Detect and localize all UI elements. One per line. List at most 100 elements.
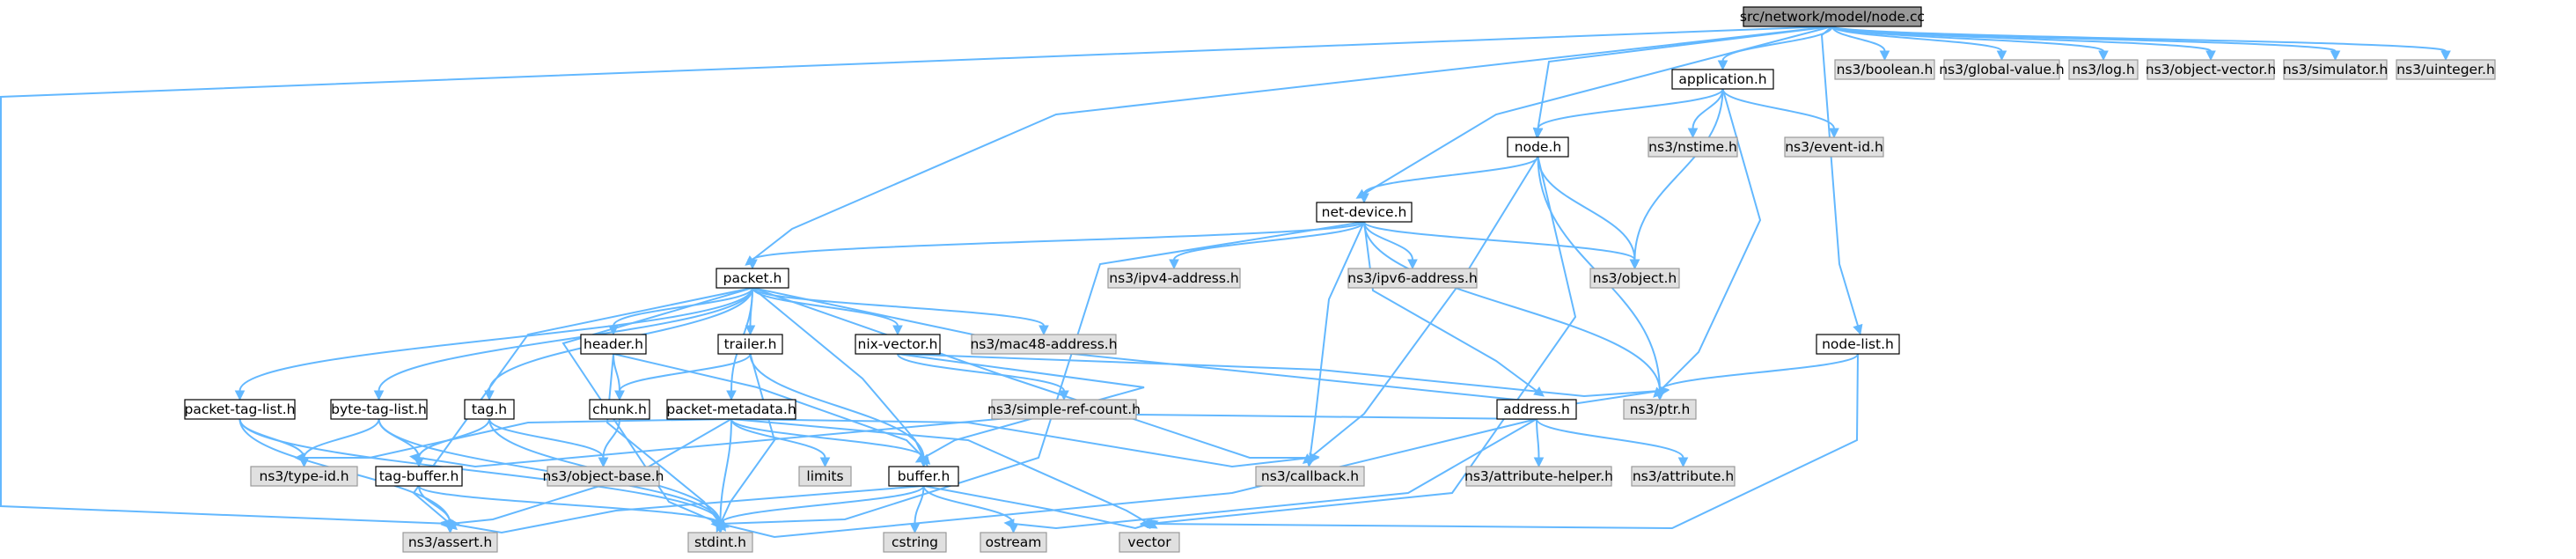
arrowhead-packet-to-tag <box>484 390 495 401</box>
node-global-value: ns3/global-value.h <box>1939 59 2065 80</box>
node-packet-tag-list[interactable]: packet-tag-list.h <box>184 399 296 420</box>
node-ipv4-address: ns3/ipv4-address.h <box>1107 268 1241 289</box>
node-box-nstime <box>1648 136 1738 158</box>
node-buffer[interactable]: buffer.h <box>888 466 959 487</box>
arrowhead-packet-to-byte_tag_list <box>373 390 385 401</box>
arrowhead-packet_metadata-to-buffer <box>918 457 929 468</box>
node-nix-vector[interactable]: nix-vector.h <box>855 334 941 355</box>
node-label-ipv6-address: ns3/ipv6-address.h <box>1347 270 1477 286</box>
edge-root-to-net_device <box>1363 26 1833 195</box>
edge-net_device-to-packet <box>752 221 1365 261</box>
node-box-header <box>580 334 647 355</box>
arrowhead-buffer-to-cstring <box>909 523 921 534</box>
edge-root-to-uinteger <box>1831 26 2447 52</box>
edge-trailer-to-chunk <box>619 353 752 392</box>
node-box-boolean <box>1834 59 1935 80</box>
node-trailer[interactable]: trailer.h <box>717 334 783 355</box>
node-box-address <box>1496 399 1577 420</box>
node-box-packet-tag-list <box>184 399 296 420</box>
node-label-header: header.h <box>583 336 643 352</box>
arrowhead-packet-to-mac48_address <box>1038 325 1049 336</box>
node-byte-tag-list[interactable]: byte-tag-list.h <box>330 399 428 420</box>
edge-root-to-packet <box>752 26 1833 261</box>
arrowhead-buffer-to-assert <box>440 519 451 529</box>
node-mac48-address: ns3/mac48-address.h <box>970 334 1118 355</box>
node-callback: ns3/callback.h <box>1255 466 1365 487</box>
node-box-nix-vector <box>855 334 941 355</box>
arrowhead-address-to-attribute <box>1677 457 1689 468</box>
node-net-device[interactable]: net-device.h <box>1316 202 1413 223</box>
node-label-packet: packet.h <box>723 270 782 286</box>
edge-application-to-node <box>1537 88 1724 129</box>
node-label-mac48-address: ns3/mac48-address.h <box>970 336 1117 352</box>
edge-net_device-to-ptr <box>1363 221 1661 392</box>
edge-packet_metadata-to-buffer <box>730 418 925 459</box>
node-label-chunk: chunk.h <box>592 401 647 417</box>
node-tag-buffer[interactable]: tag-buffer.h <box>375 466 463 487</box>
node-label-root: src/network/model/node.cc <box>1740 9 1925 25</box>
node-label-event-id: ns3/event-id.h <box>1785 139 1883 155</box>
node-box-packet-metadata <box>666 399 796 420</box>
edge-packet_tag_list-to-stdint <box>239 418 722 525</box>
node-vector: vector <box>1119 532 1180 553</box>
node-label-ipv4-address: ns3/ipv4-address.h <box>1109 270 1238 286</box>
edge-nix_vector-to-simple_ref_count <box>897 353 1065 392</box>
arrowhead-root-to-log <box>2098 50 2109 62</box>
node-ptr: ns3/ptr.h <box>1623 399 1697 420</box>
edge-packet-to-buffer <box>752 287 925 459</box>
node-simple-ref-count: ns3/simple-ref-count.h <box>987 399 1141 420</box>
node-packet-metadata[interactable]: packet-metadata.h <box>666 399 796 420</box>
node-limits: limits <box>798 466 852 487</box>
node-label-log: ns3/log.h <box>2072 62 2134 77</box>
arrowhead-net_device-to-object <box>1629 259 1640 270</box>
node-label-object: ns3/object.h <box>1593 270 1677 286</box>
edge-packet_metadata-to-stdint <box>719 418 732 525</box>
node-label-simple-ref-count: ns3/simple-ref-count.h <box>987 401 1141 417</box>
node-packet[interactable]: packet.h <box>716 268 789 289</box>
edge-root-to-boolean <box>1831 26 1886 52</box>
node-attribute-helper: ns3/attribute-helper.h <box>1464 466 1613 487</box>
arrowhead-packet-to-packet_tag_list <box>234 390 246 401</box>
node-event-id: ns3/event-id.h <box>1784 136 1884 158</box>
node-label-vector: vector <box>1127 534 1171 550</box>
node-uinteger: ns3/uinteger.h <box>2396 59 2496 80</box>
node-box-assert <box>402 532 498 553</box>
node-box-node <box>1507 136 1569 158</box>
edges-layer <box>0 26 2451 539</box>
arrowhead-tag-to-object_base <box>598 457 609 468</box>
node-box-stdint <box>687 532 753 553</box>
node-node[interactable]: node.h <box>1507 136 1569 158</box>
node-label-limits: limits <box>806 468 843 484</box>
node-label-ostream: ostream <box>986 534 1042 550</box>
node-box-byte-tag-list <box>330 399 428 420</box>
node-boolean: ns3/boolean.h <box>1834 59 1935 80</box>
edge-node_list-to-ptr <box>1659 353 1859 392</box>
node-box-attribute <box>1631 466 1736 487</box>
node-application[interactable]: application.h <box>1671 69 1774 90</box>
node-tag[interactable]: tag.h <box>464 399 515 420</box>
node-header[interactable]: header.h <box>580 334 647 355</box>
arrowhead-root-to-object_vector <box>2205 50 2216 62</box>
node-node-list[interactable]: node-list.h <box>1816 334 1900 355</box>
node-object: ns3/object.h <box>1589 268 1680 289</box>
node-label-ptr: ns3/ptr.h <box>1630 401 1691 417</box>
node-address[interactable]: address.h <box>1496 399 1577 420</box>
edge-packet_metadata-to-vector <box>730 418 1150 525</box>
edge-buffer-to-vector <box>923 485 1150 530</box>
node-label-address: address.h <box>1503 401 1570 417</box>
node-box-buffer <box>888 466 959 487</box>
edge-application-to-ptr <box>1659 88 1762 392</box>
node-chunk[interactable]: chunk.h <box>589 399 650 420</box>
node-box-log <box>2068 59 2139 80</box>
node-label-packet-metadata: packet-metadata.h <box>666 401 796 417</box>
arrowhead-root-to-boolean <box>1879 50 1890 62</box>
node-box-chunk <box>589 399 650 420</box>
edge-packet-to-ptr <box>752 287 1661 407</box>
node-label-application: application.h <box>1678 71 1766 87</box>
arrowhead-packet_metadata-to-limits <box>819 457 831 468</box>
node-box-vector <box>1119 532 1180 553</box>
arrowhead-buffer-to-stdint <box>715 523 726 534</box>
arrowhead-application-to-event_id <box>1829 128 1839 139</box>
edge-application-to-nstime <box>1692 88 1724 129</box>
